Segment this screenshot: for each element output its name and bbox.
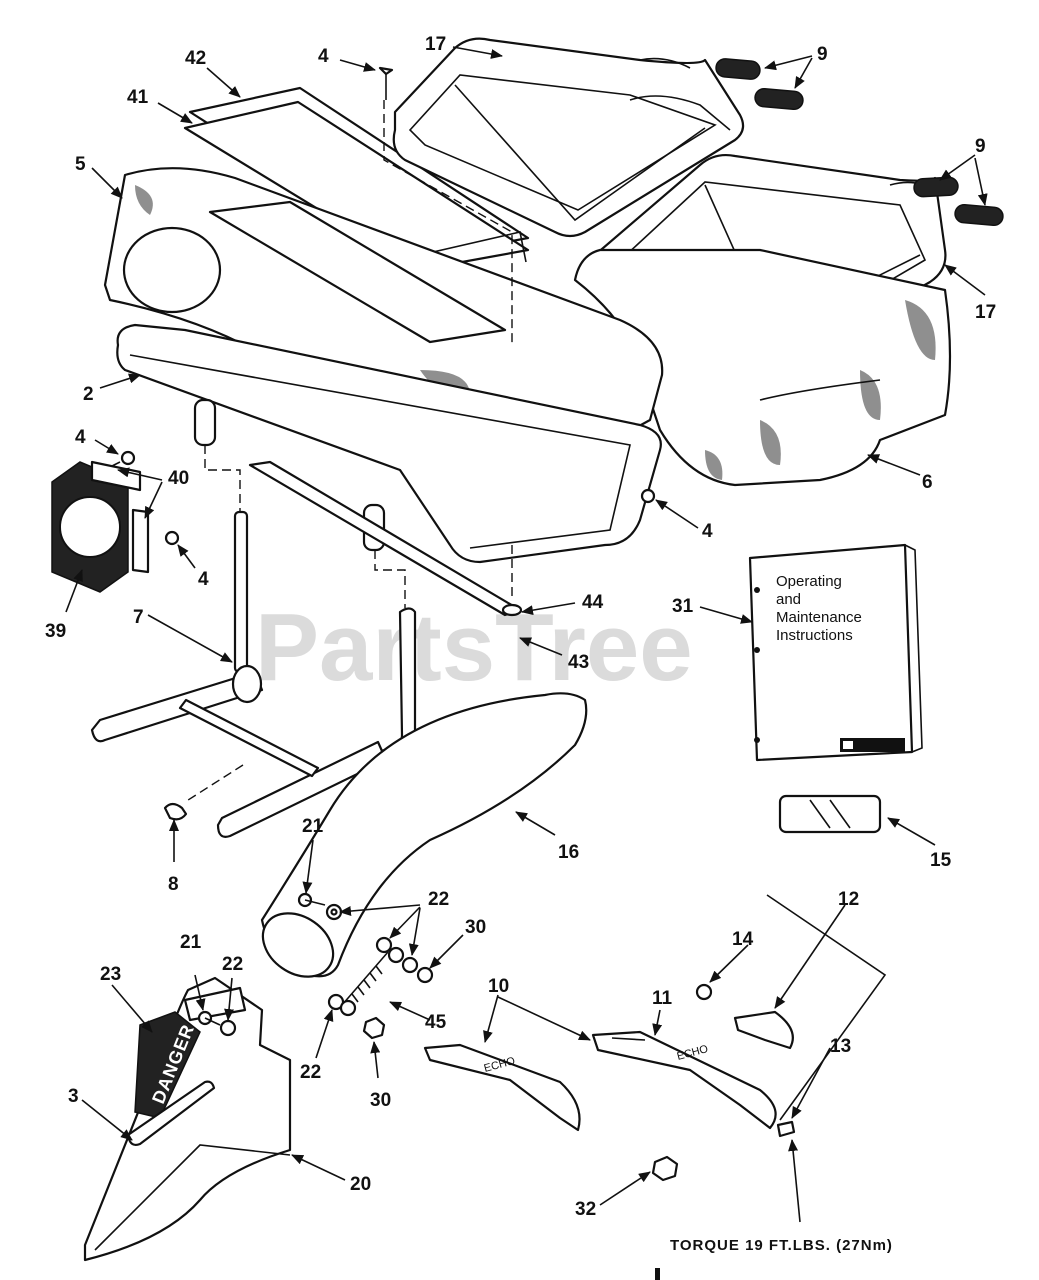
callout-21: 21 (180, 932, 202, 953)
callout-labels: 42 41 4 17 9 9 5 17 2 4 40 6 4 4 39 7 44… (45, 34, 996, 1220)
callout-45: 45 (425, 1012, 447, 1033)
lift-assembly-7 (90, 510, 417, 838)
callout-3: 3 (68, 1086, 79, 1107)
alignment-line-3 (374, 550, 406, 608)
callout-9: 9 (975, 136, 986, 157)
decal-15 (778, 794, 882, 834)
callout-2: 2 (83, 384, 94, 405)
callout-30: 30 (370, 1090, 391, 1111)
leader-arrows (65, 46, 988, 1223)
manual-31 (748, 543, 923, 762)
callout-20: 20 (350, 1174, 371, 1195)
callout-22: 22 (428, 889, 449, 910)
callout-12: 12 (838, 889, 859, 910)
callout-9: 9 (817, 44, 828, 65)
callout-17: 17 (425, 34, 446, 55)
callout-39: 39 (45, 621, 66, 642)
spring-45 (341, 951, 389, 1009)
alignment-line-5 (184, 764, 244, 803)
callout-4: 4 (75, 427, 86, 448)
callout-41: 41 (127, 87, 149, 108)
handle-grips-9 (715, 58, 1004, 227)
callout-5: 5 (75, 154, 86, 175)
hardware (111, 66, 796, 1182)
alignment-line-2 (204, 445, 241, 512)
callout-42: 42 (185, 48, 206, 69)
frame-2 (116, 323, 662, 617)
callout-4: 4 (198, 569, 209, 590)
callout-43: 43 (568, 652, 589, 673)
callout-13: 13 (830, 1036, 851, 1057)
callout-23: 23 (100, 964, 121, 985)
blade-lift-12 (733, 1010, 794, 1050)
gasket-39 (51, 461, 129, 593)
bracket-40 (90, 460, 150, 574)
bag-frame-17-rear (392, 37, 745, 238)
bottom-marker (655, 1268, 660, 1280)
callout-21: 21 (302, 816, 324, 837)
grass-bag-6 (573, 248, 952, 487)
clip-8 (163, 802, 188, 821)
callout-15: 15 (930, 850, 952, 871)
manual-title-line-2: and (776, 591, 801, 608)
deflector-23: DANGER (83, 976, 292, 1262)
callout-4: 4 (318, 46, 329, 67)
discharge-chute-16 (260, 692, 588, 978)
callout-32: 32 (575, 1199, 596, 1220)
callout-31: 31 (672, 596, 694, 617)
callout-11: 11 (652, 988, 673, 1009)
callout-7: 7 (133, 607, 144, 628)
manual-title-line-3: Maintenance (776, 609, 862, 626)
callout-10: 10 (488, 976, 509, 997)
callout-14: 14 (732, 929, 754, 950)
callout-4: 4 (702, 521, 713, 542)
callout-6: 6 (922, 472, 933, 493)
blade-11: ECHO (591, 1030, 777, 1130)
callout-8: 8 (168, 874, 179, 895)
callout-22: 22 (300, 1062, 321, 1083)
torque-note: TORQUE 19 FT.LBS. (27Nm) (670, 1237, 893, 1254)
manual-title-line-1: Operating (776, 573, 842, 590)
blade-10: ECHO (423, 1043, 581, 1132)
callout-17: 17 (975, 302, 996, 323)
alignment-line-1 (383, 100, 513, 345)
callout-30: 30 (465, 917, 486, 938)
callout-22: 22 (222, 954, 243, 975)
callout-16: 16 (558, 842, 579, 863)
callout-40: 40 (168, 468, 189, 489)
manual-title-line-4: Instructions (776, 627, 853, 644)
watermark-text: PartsTree (255, 594, 693, 701)
callout-44: 44 (582, 592, 604, 613)
